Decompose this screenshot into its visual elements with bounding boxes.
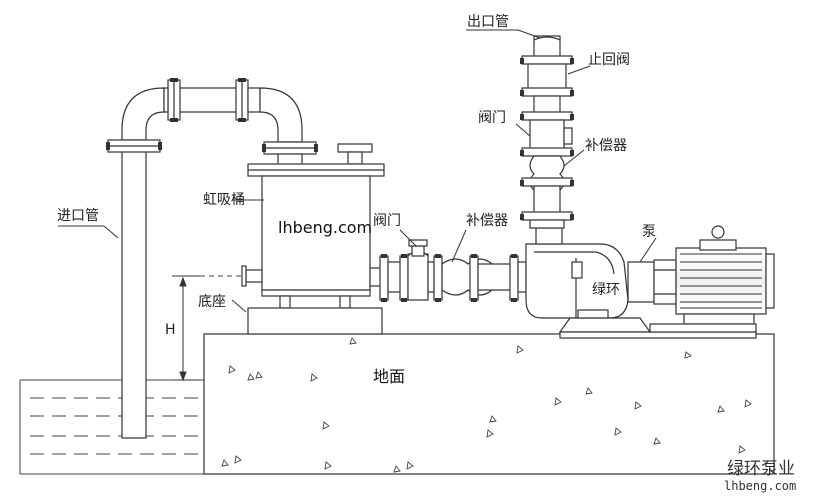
siphon-tank-label: 虹吸桶 — [203, 192, 245, 208]
watermark-url: lhbeng.com — [724, 479, 796, 493]
watermark-brand: 绿环泵业 — [727, 459, 795, 479]
inlet-pipe — [107, 79, 317, 439]
tank-base — [247, 307, 383, 335]
water-sump — [19, 379, 204, 475]
check-valve-label: 止回阀 — [588, 52, 630, 68]
ground-slab — [203, 333, 775, 475]
valve-top-label: 阀门 — [478, 110, 506, 126]
valve-mid-label: 阀门 — [373, 213, 401, 229]
inlet-pipe-leader — [103, 225, 119, 239]
discharge-line — [521, 35, 573, 229]
compensator-top-label: 补偿器 — [585, 138, 627, 154]
base-label: 底座 — [198, 294, 226, 310]
pump-leader — [639, 237, 657, 263]
outlet-pipe-label: 出口管 — [467, 14, 509, 30]
discharge-flange-bolts — [520, 58, 574, 220]
inlet-pipe-label: 进口管 — [57, 208, 99, 224]
ground-label: 地面 — [373, 367, 405, 386]
suction-flange-bolts — [381, 254, 517, 302]
tank-website: lhbeng.com — [278, 218, 372, 237]
pump-label: 泵 — [642, 224, 656, 240]
compensator-top-leader — [563, 149, 585, 167]
base-leader — [231, 299, 247, 313]
compensator-mid-label: 补偿器 — [466, 213, 508, 229]
inlet-flange-bolts — [106, 78, 318, 152]
height-dimension — [172, 275, 200, 382]
valve-top-leader — [515, 123, 531, 137]
height-label: H — [165, 322, 176, 338]
pump-body — [525, 227, 677, 333]
green-ring-label: 绿环 — [592, 282, 620, 298]
valve-mid-leader — [399, 229, 417, 247]
siphon-tank — [241, 143, 385, 309]
motor — [675, 225, 775, 325]
compensator-mid-leader — [451, 229, 467, 263]
outlet-pipe-leader — [517, 29, 541, 39]
pump-baseplate — [559, 323, 757, 339]
check-valve-leader — [567, 65, 591, 75]
suction-line — [369, 239, 527, 301]
ground-aggregate-marks — [221, 337, 752, 473]
